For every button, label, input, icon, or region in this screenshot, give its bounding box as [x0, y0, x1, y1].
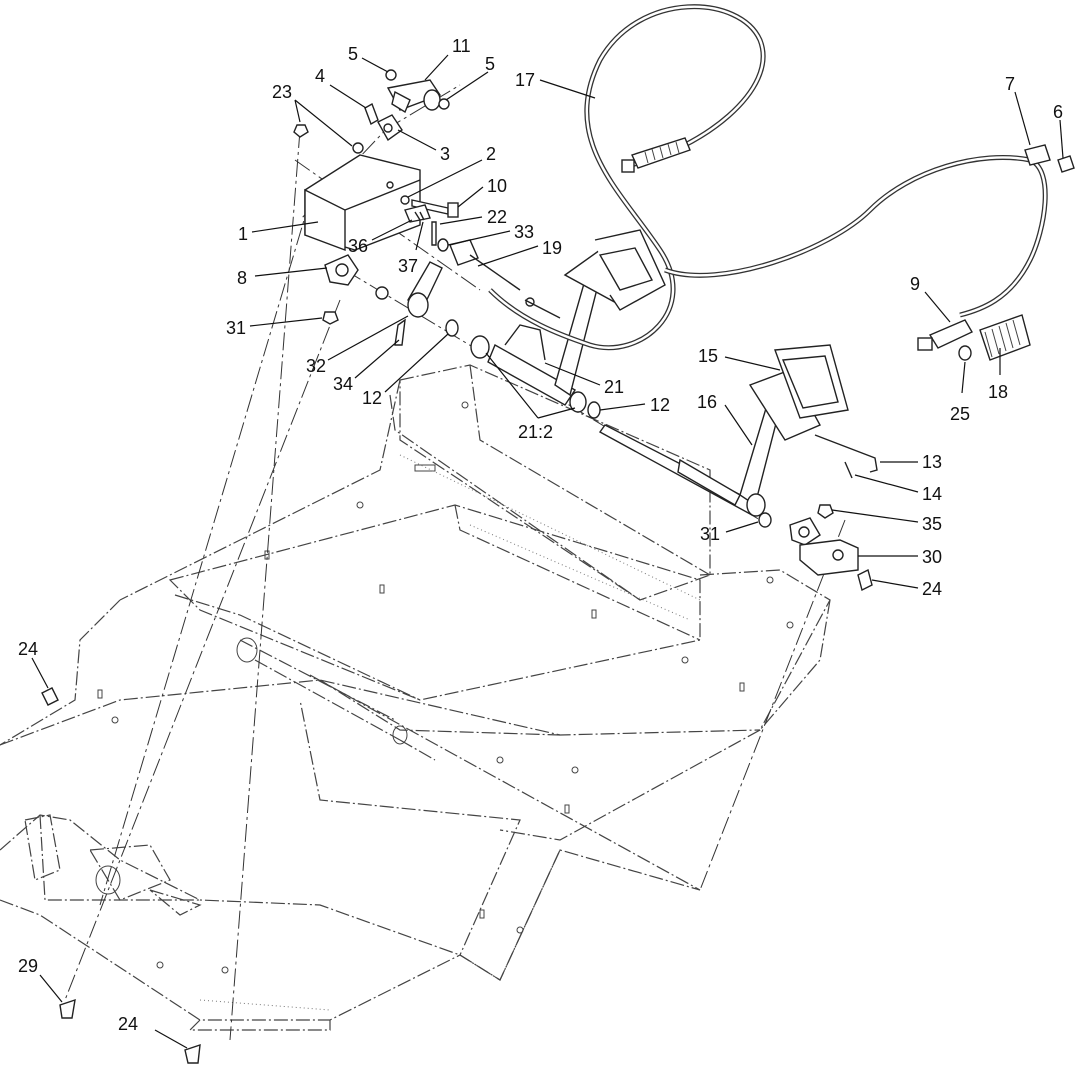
callout-21-2: 21:2: [518, 422, 553, 442]
bracket-part-30: [799, 539, 859, 576]
washer-part-2: [400, 195, 410, 205]
pedal-shaft-part-21: [487, 229, 666, 406]
callout-21: 21: [604, 377, 624, 397]
callout-14: 14: [922, 484, 942, 504]
callout-23: 23: [272, 82, 292, 102]
washer-part-5b: [438, 98, 450, 110]
callout-33: 33: [514, 222, 534, 242]
spacer-part-21b: [569, 391, 587, 413]
callout-32: 32: [306, 356, 326, 376]
nut-part-23a: [293, 124, 309, 138]
pad-part-15: [774, 344, 849, 419]
callout-24: 24: [18, 639, 38, 659]
callout-4: 4: [315, 66, 325, 86]
callout-3: 3: [440, 144, 450, 164]
callout-12: 12: [650, 395, 670, 415]
bolt-part-24b: [41, 687, 59, 706]
callout-22: 22: [487, 207, 507, 227]
flange-part-35: [789, 504, 834, 546]
clevis-part-19: [449, 239, 521, 291]
nut-part-31a: [322, 311, 339, 325]
spacer-part-21a: [470, 335, 490, 359]
washer-part-12a: [445, 319, 459, 337]
frame-outline: [0, 364, 831, 1031]
lever-part-11: [386, 79, 442, 114]
callout-29: 29: [18, 956, 38, 976]
callout-labels: 5 11 5 4 23 3 2 10 22 33 1 36 37 19 8 31…: [18, 36, 1063, 1034]
callout-18: 18: [988, 382, 1008, 402]
callout-15: 15: [698, 346, 718, 366]
washer-part-5a: [385, 69, 397, 81]
cable-end-part-9: [917, 319, 973, 351]
bolt-part-24c: [184, 1043, 201, 1064]
washer-part-31b: [758, 512, 772, 528]
bolt-part-10: [411, 199, 459, 218]
callout-13: 13: [922, 452, 942, 472]
callout-37: 37: [398, 256, 418, 276]
callout-24: 24: [922, 579, 942, 599]
rod-part-13: [814, 434, 878, 479]
washer-part-8: [375, 286, 389, 300]
callout-25: 25: [950, 404, 970, 424]
callout-2: 2: [486, 144, 496, 164]
nut-part-23b: [352, 142, 364, 154]
pin-part-22: [431, 221, 437, 246]
bolt-part-29: [59, 998, 76, 1019]
callout-9: 9: [910, 274, 920, 294]
flange-part-8: [324, 254, 359, 286]
cable-part-17: [488, 4, 766, 351]
callout-31: 31: [700, 524, 720, 544]
callout-7: 7: [1005, 74, 1015, 94]
arm-part-32: [394, 261, 443, 346]
pedal-part-16: [598, 369, 821, 517]
callout-17: 17: [515, 70, 535, 90]
callout-31: 31: [226, 318, 246, 338]
callout-5: 5: [348, 44, 358, 64]
callout-8: 8: [237, 268, 247, 288]
callout-35: 35: [922, 514, 942, 534]
callout-5: 5: [485, 54, 495, 74]
washer-part-33: [437, 238, 449, 252]
assembly-centerlines: [64, 84, 846, 1041]
callout-36: 36: [348, 236, 368, 256]
callout-11: 11: [452, 36, 471, 56]
cable-part-7: [664, 144, 1075, 318]
callout-6: 6: [1053, 102, 1063, 122]
screw-part-4: [364, 102, 379, 126]
callout-19: 19: [542, 238, 562, 258]
washer-part-12b: [587, 401, 601, 419]
bolt-part-24a: [857, 568, 873, 592]
callout-34: 34: [333, 374, 353, 394]
callout-10: 10: [487, 176, 507, 196]
callout-30: 30: [922, 547, 942, 567]
block-part-3: [377, 114, 403, 142]
callout-12: 12: [362, 388, 382, 408]
clip-part-36: [404, 204, 431, 223]
callout-24: 24: [118, 1014, 138, 1034]
callout-16: 16: [697, 392, 717, 412]
leader-lines: [31, 54, 1064, 1049]
callout-1: 1: [238, 224, 248, 244]
washer-part-25: [958, 345, 972, 361]
spring-part-18: [979, 314, 1031, 361]
